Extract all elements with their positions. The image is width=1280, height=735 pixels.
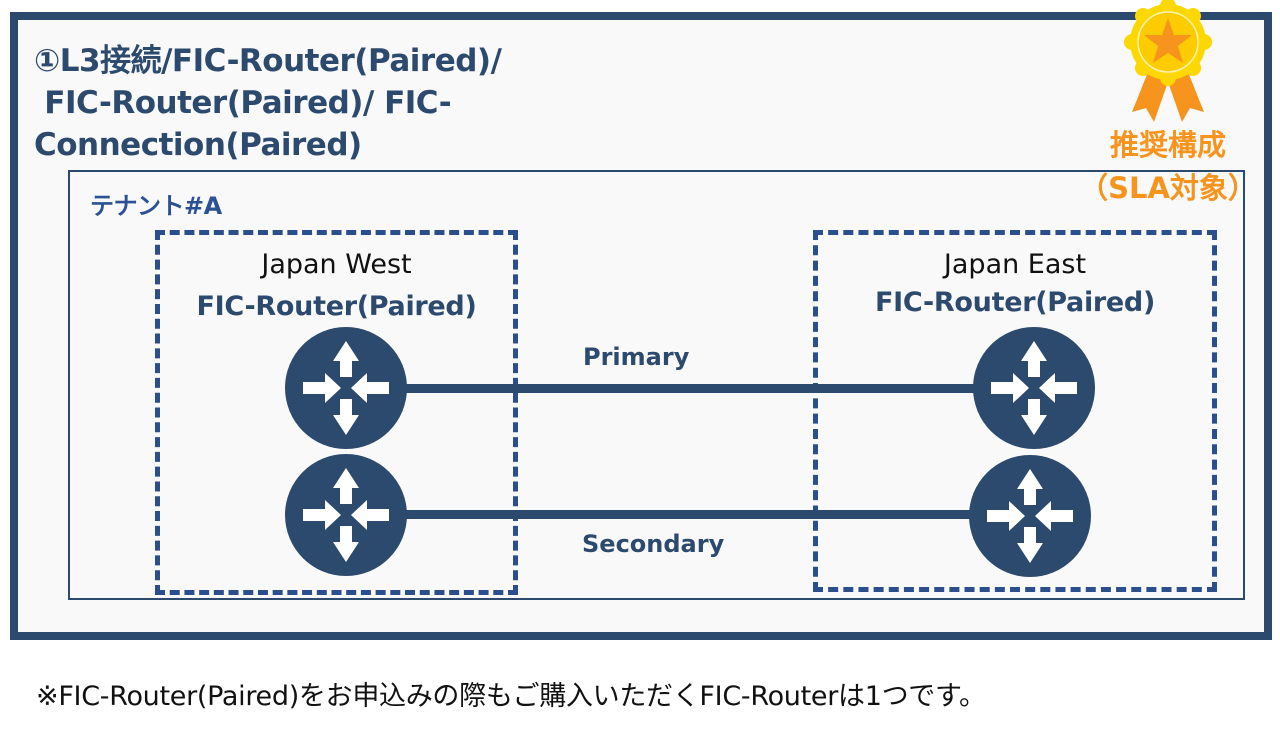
- secondary-link-line: [400, 510, 980, 519]
- region-router-label: FIC-Router(Paired): [875, 287, 1155, 318]
- router-west-secondary: [285, 454, 407, 576]
- region-router-label: FIC-Router(Paired): [196, 291, 477, 322]
- router-icon: [303, 468, 389, 562]
- primary-link-label: Primary: [583, 343, 690, 371]
- router-icon: [991, 341, 1077, 435]
- badge-sla-text: （SLA対象）: [1079, 171, 1257, 205]
- badge-recommended-text: 推奨構成: [1109, 128, 1226, 162]
- title-line-2: FIC-Router(Paired)/ FIC-: [34, 85, 452, 121]
- router-icon: [303, 341, 389, 435]
- configuration-frame: [10, 12, 1272, 640]
- region-japan-west: Japan West FIC-Router(Paired): [155, 230, 518, 595]
- recommended-badge: 推奨構成 （SLA対象）: [1068, 0, 1268, 210]
- title-line-1: ①L3接続/FIC-Router(Paired)/: [34, 43, 502, 79]
- router-icon: [987, 469, 1073, 563]
- primary-link-line: [400, 384, 980, 393]
- title-line-3: Connection(Paired): [34, 127, 362, 163]
- region-japan-east: Japan East FIC-Router(Paired): [813, 230, 1217, 592]
- secondary-link-label: Secondary: [582, 530, 725, 558]
- footnote: ※FIC-Router(Paired)をお申込みの際もご購入いただくFIC-Ro…: [36, 681, 986, 712]
- router-east-secondary: [969, 455, 1091, 577]
- tenant-frame: [68, 170, 1245, 600]
- diagram-title: ①L3接続/FIC-Router(Paired)/ FIC-Router(Pai…: [34, 40, 654, 166]
- router-west-primary: [285, 327, 407, 449]
- region-name: Japan West: [261, 249, 412, 280]
- award-medal-star-icon: [1124, 0, 1212, 122]
- region-name: Japan East: [943, 249, 1087, 280]
- router-east-primary: [973, 327, 1095, 449]
- tenant-label: テナント#A: [90, 192, 222, 220]
